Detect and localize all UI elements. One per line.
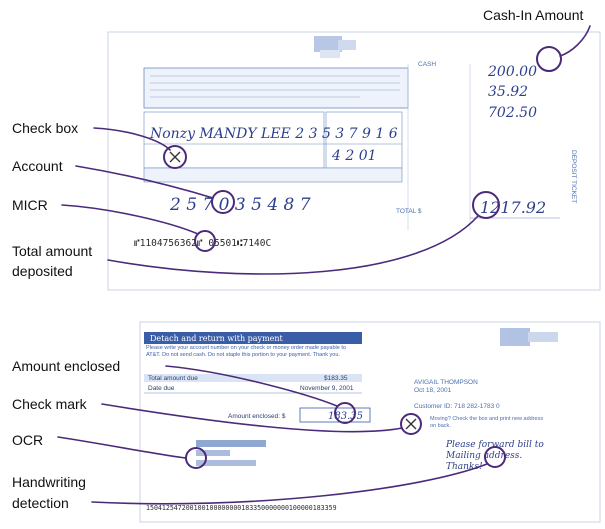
label-check-box: Check box (12, 120, 79, 136)
check-box-leader (93, 127, 171, 151)
micr-leader (61, 204, 199, 235)
total-due-row (144, 374, 362, 382)
deposit-date: 4 2 01 (331, 148, 377, 164)
amount-enclosed-label: Amount enclosed: $ (228, 413, 286, 420)
label-ocr: OCR (12, 432, 44, 448)
label-check-mark: Check mark (12, 396, 87, 412)
deposit-ticket-side-label: DEPOSIT TICKET (570, 150, 577, 203)
label-total-amount-line1: Total amount (12, 243, 93, 259)
handwriting-marker (484, 446, 506, 468)
remittance-logo-blur (500, 328, 558, 346)
remittance-instructions: Please write your account number on your… (146, 345, 346, 358)
deposit-instructions-box (143, 67, 409, 109)
label-cash-in-amount: Cash-In Amount (483, 7, 584, 23)
cash-amount-2: 35.92 (488, 84, 528, 100)
date-due-value: November 9, 2001 (300, 385, 354, 392)
label-total-amount-line2: deposited (12, 263, 73, 279)
cash-in-marker (536, 46, 562, 72)
customer-name: AVIGAIL THOMPSON (414, 379, 478, 386)
moving-text: Moving? Check the box and print new addr… (430, 416, 544, 429)
label-micr: MICR (12, 197, 48, 213)
cash-in-leader (559, 25, 591, 57)
amount-enclosed-value: 183.35 (328, 411, 363, 422)
handwritten-note: Please forward bill to Mailing address. … (446, 440, 544, 472)
total-due-value: $183.35 (324, 375, 348, 382)
customer-date: Oct 18, 2001 (414, 387, 452, 394)
micr-line: ⑈1104756362⑈ 05501⑆7140C (134, 238, 271, 249)
check-mark-leader (101, 403, 403, 433)
cash-amount-3: 702.50 (488, 105, 537, 121)
cash-amount-1: 200.00 (487, 64, 537, 80)
check-box-marker (163, 145, 187, 169)
handwriting-leader (91, 463, 488, 505)
total-amount: 1217.92 (480, 198, 546, 217)
label-handwriting-line2: detection (12, 495, 69, 511)
deposit-slip: CASH Nonzy MANDY LEE 2 3 5 3 7 9 1 6 4 2… (107, 31, 601, 291)
date-due-label: Date due (148, 385, 175, 392)
micr-marker (194, 230, 216, 252)
deposit-fine-print (143, 167, 403, 183)
amount-enclosed-marker (334, 402, 356, 424)
total-amount-marker (472, 191, 500, 219)
account-marker (211, 190, 235, 214)
deposit-instructions-lines (150, 75, 400, 98)
label-handwriting-line1: Handwriting (12, 474, 86, 490)
x-marks (169, 151, 417, 430)
callout-markers (163, 46, 562, 469)
ocr-leader (57, 436, 187, 459)
total-amount-leader (107, 215, 479, 275)
leader-lines (57, 25, 591, 505)
check-mark-marker (400, 413, 422, 435)
total-label: TOTAL $ (396, 208, 422, 215)
account-leader (75, 165, 214, 199)
payee-address-blur (196, 440, 266, 466)
label-account: Account (12, 158, 63, 174)
amount-enclosed-leader (165, 365, 338, 407)
handwritten-name: Nonzy MANDY LEE 2 3 5 3 7 9 1 6 (149, 126, 398, 142)
label-amount-enclosed: Amount enclosed (12, 358, 121, 374)
remittance-header: Detach and return with payment (150, 334, 284, 343)
total-due-label: Total amount due (148, 375, 198, 382)
deposit-logo-blur (314, 36, 356, 58)
remittance-header-bar (144, 332, 362, 344)
customer-id: Customer ID: 718 282-1783 0 (414, 403, 500, 410)
handwritten-account: 2 5 7 0 3 5 4 8 7 (169, 195, 311, 215)
remittance-stub: Detach and return with payment Please wr… (139, 321, 601, 523)
cash-label: CASH (418, 61, 436, 68)
ocr-line: 1504125472001001000000001833500000001000… (146, 504, 337, 512)
